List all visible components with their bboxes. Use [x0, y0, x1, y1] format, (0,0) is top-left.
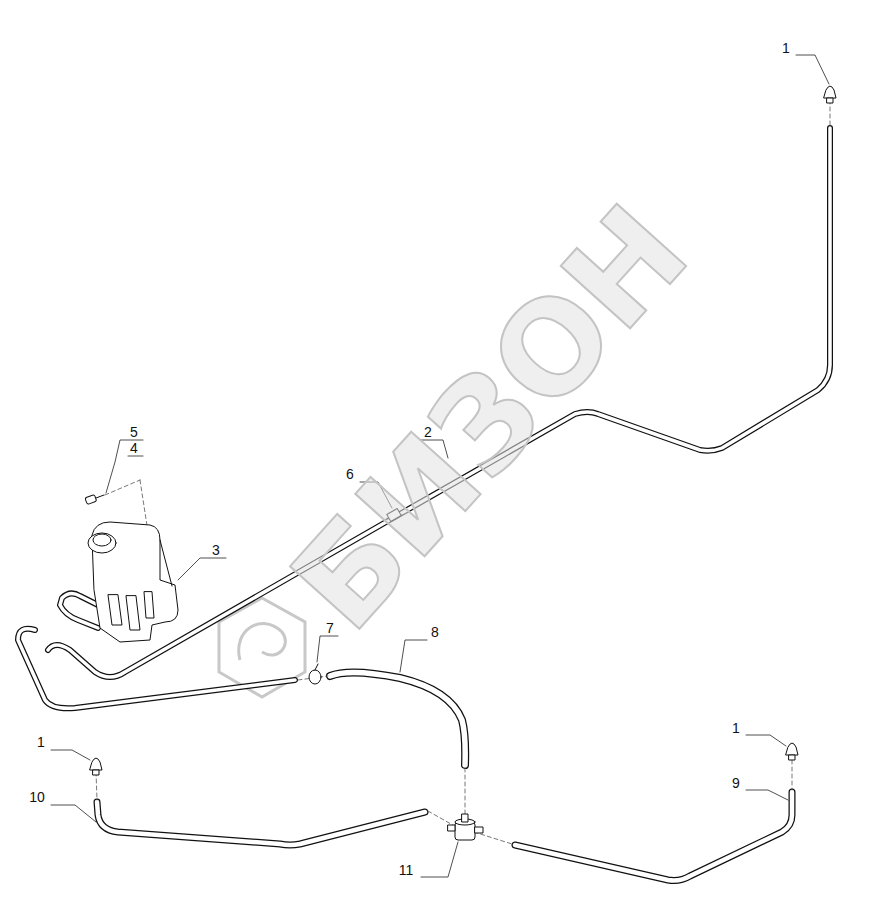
washer-hose	[18, 128, 830, 881]
watermark: БИЗОН	[271, 185, 708, 651]
check-valve	[85, 495, 104, 505]
callout-number: 4	[130, 441, 138, 455]
callout-number: 5	[130, 425, 138, 439]
callout-number: 10	[29, 790, 45, 804]
callout-number: 1	[732, 721, 740, 735]
leader-line	[51, 55, 829, 877]
callout-number: 8	[431, 625, 439, 639]
washer-nozzle	[90, 86, 836, 775]
callout-number: 9	[732, 776, 740, 790]
assembly-line	[96, 100, 830, 844]
tee-fitting	[448, 814, 483, 840]
callout-number: 1	[782, 41, 790, 55]
callout-number: 3	[212, 543, 220, 557]
callout-number: 11	[399, 863, 414, 877]
washer-tank	[88, 522, 178, 642]
callout-number: 1	[37, 735, 45, 749]
callout-number: 7	[326, 621, 334, 635]
hose-clamp	[309, 664, 321, 684]
